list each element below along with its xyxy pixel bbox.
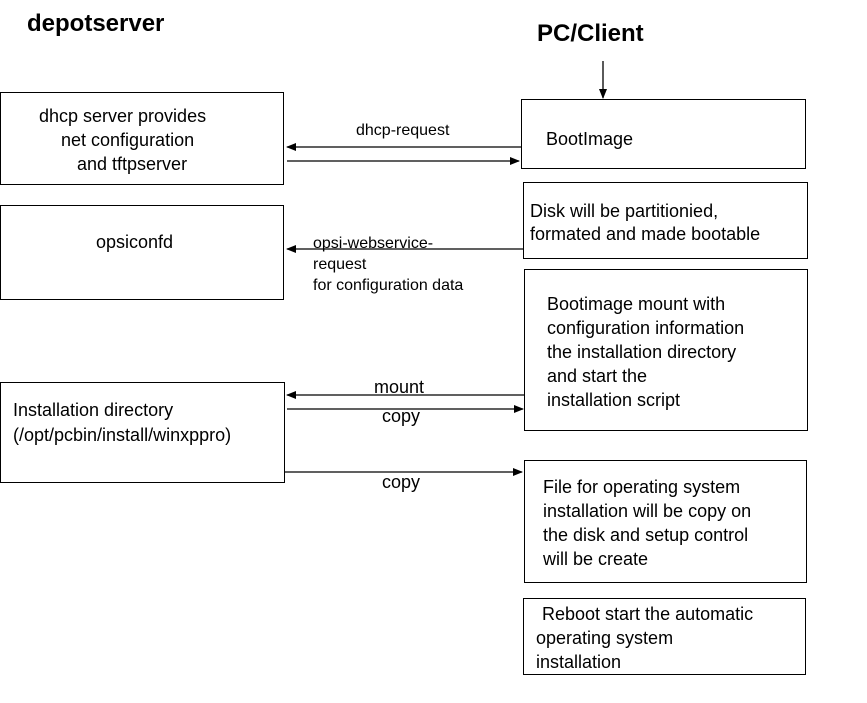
install-dir-line-2: (/opt/pcbin/install/winxppro): [13, 425, 232, 445]
copy-label-1: copy: [382, 406, 421, 426]
reboot-line-3: installation: [536, 652, 622, 672]
opsiconfd-label: opsiconfd: [96, 232, 174, 252]
reboot-line-2: operating system: [536, 628, 674, 648]
pc-client-title: PC/Client: [537, 20, 644, 47]
bootimage-box: BootImage: [521, 99, 806, 169]
opsi-request-label-1: opsi-webservice-: [313, 235, 434, 252]
bootimage-mount-box: Bootimage mount with configuration infor…: [524, 269, 808, 431]
mount-line-1: Bootimage mount with: [547, 294, 726, 314]
opsi-request-label-3: for configuration data: [313, 277, 464, 294]
opsiconfd-box: opsiconfd: [0, 205, 284, 300]
reboot-box: Reboot start the automatic operating sys…: [523, 598, 806, 675]
dhcp-line-1: dhcp server provides: [39, 106, 207, 126]
mount-line-5: installation script: [547, 390, 681, 410]
disk-partition-box: Disk will be partitionied, formated and …: [523, 182, 808, 259]
bootimage-label: BootImage: [546, 129, 634, 149]
dhcp-line-2: net configuration: [61, 130, 195, 150]
installation-directory-box: Installation directory (/opt/pcbin/insta…: [0, 382, 285, 483]
file-line-4: will be create: [543, 549, 649, 569]
depotserver-title: depotserver: [27, 10, 165, 37]
opsi-request-label-2: request: [313, 256, 367, 273]
dhcp-line-3: and tftpserver: [77, 154, 188, 174]
copy-label-2: copy: [382, 472, 421, 492]
dhcp-request-label: dhcp-request: [356, 122, 450, 139]
mount-line-4: and start the: [547, 366, 648, 386]
mount-line-2: configuration information: [547, 318, 745, 338]
file-line-1: File for operating system: [543, 477, 741, 497]
install-dir-line-1: Installation directory: [13, 400, 174, 420]
reboot-line-1: Reboot start the automatic: [542, 604, 754, 624]
mount-label: mount: [374, 377, 425, 397]
file-copy-box: File for operating system installation w…: [524, 460, 807, 583]
mount-line-3: the installation directory: [547, 342, 737, 362]
file-line-3: the disk and setup control: [543, 525, 749, 545]
disk-line-1: Disk will be partitionied,: [530, 201, 719, 221]
dhcp-server-box: dhcp server provides net configuration a…: [0, 92, 284, 185]
disk-line-2: formated and made bootable: [530, 224, 761, 244]
file-line-2: installation will be copy on: [543, 501, 752, 521]
